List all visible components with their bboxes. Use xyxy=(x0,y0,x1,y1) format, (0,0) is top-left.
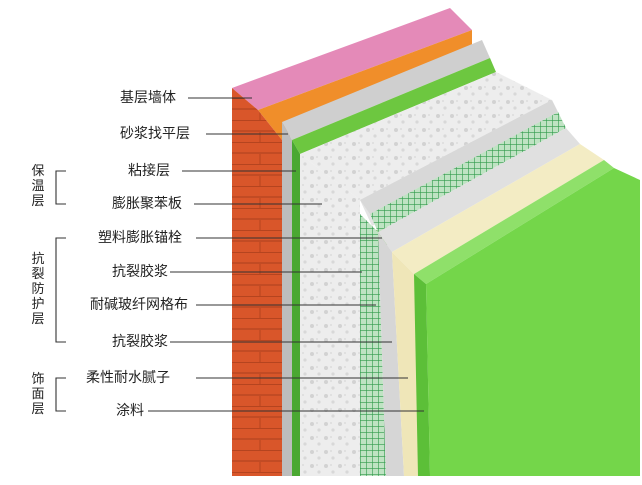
label-adhesive: 粘接层 xyxy=(128,163,170,179)
label-anchor: 塑料膨胀锚栓 xyxy=(98,230,182,246)
bracket-insulation xyxy=(55,170,66,205)
label-anti-crack-1: 抗裂胶浆 xyxy=(112,264,168,280)
group-label-protection: 抗裂防护层 xyxy=(31,252,45,327)
eps-board-front xyxy=(300,154,360,476)
mortar-layer-front xyxy=(282,122,292,476)
group-label-insulation: 保温层 xyxy=(31,164,45,209)
putty-layer-top xyxy=(392,144,604,274)
group-label-finish: 饰面层 xyxy=(31,372,45,417)
anti-crack-layer-2-top xyxy=(378,128,580,252)
adhesive-layer-top xyxy=(292,58,496,154)
label-mortar-leveling: 砂浆找平层 xyxy=(120,126,190,142)
label-base-wall: 基层墙体 xyxy=(120,90,176,106)
wall-top-face xyxy=(232,8,472,110)
leader-lines xyxy=(148,97,424,412)
label-eps-board: 膨胀聚苯板 xyxy=(112,196,182,212)
adhesive-layer-front xyxy=(292,140,300,476)
wall-front-face xyxy=(232,88,282,476)
mortar-layer-top xyxy=(282,40,490,140)
paint-layer-top xyxy=(414,160,614,284)
paint-layer-edge xyxy=(414,274,430,476)
bracket-finish xyxy=(55,377,66,412)
label-mesh: 耐碱玻纤网格布 xyxy=(90,297,188,313)
group-brackets xyxy=(55,170,66,412)
paint-layer-front xyxy=(426,168,640,476)
eps-board-top xyxy=(300,72,552,200)
anti-crack-layer-top xyxy=(360,100,558,214)
label-anti-crack-2: 抗裂胶浆 xyxy=(112,334,168,350)
anti-crack-layer-2-front xyxy=(378,232,404,476)
mesh-layer-top xyxy=(370,112,566,232)
label-paint: 涂料 xyxy=(116,403,144,419)
bracket-protection xyxy=(55,237,66,343)
label-flexible-putty: 柔性耐水腻子 xyxy=(86,370,170,386)
